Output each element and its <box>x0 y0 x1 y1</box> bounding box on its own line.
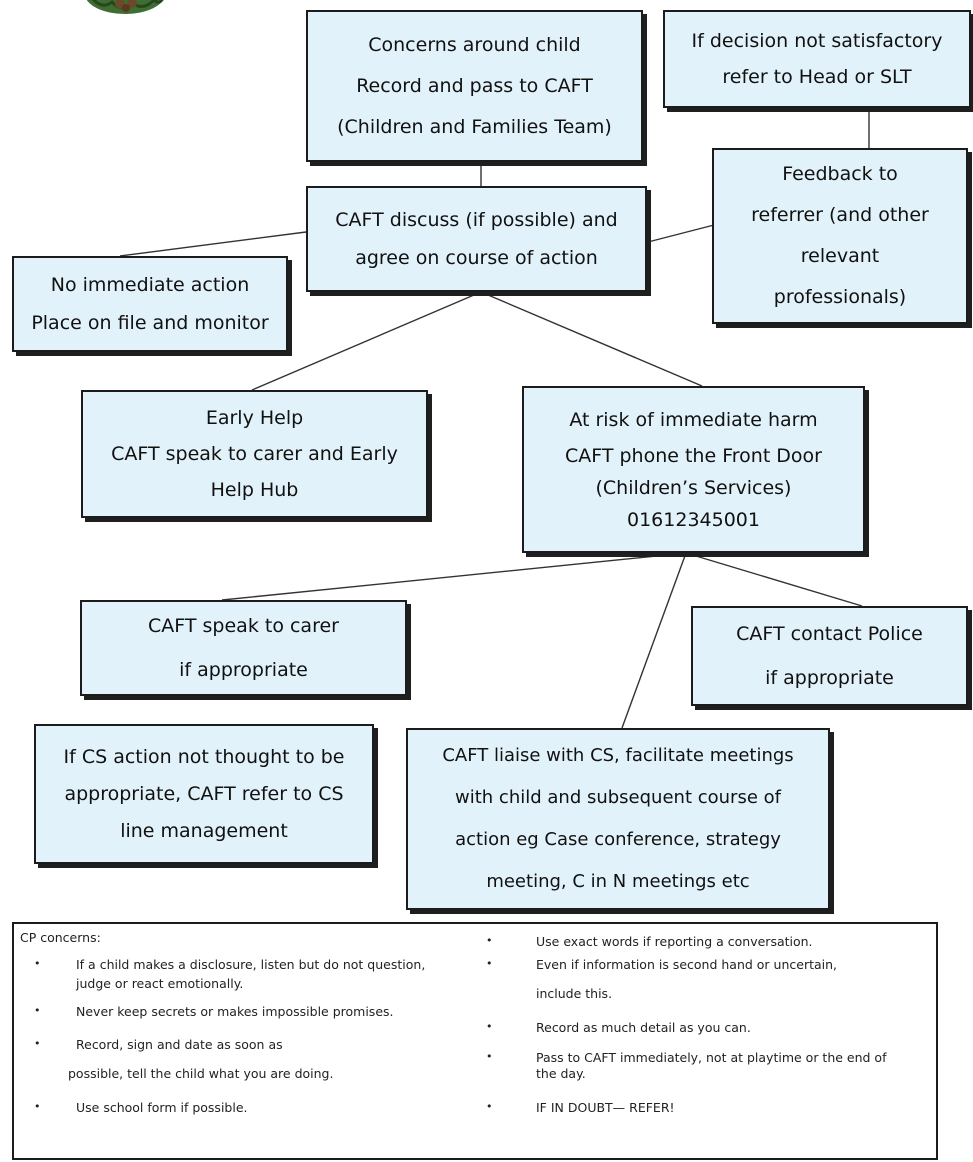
box-decision-line-1: If decision not satisfactory <box>691 30 943 52</box>
box-speak-carer-line-1: CAFT speak to carer <box>148 615 339 637</box>
connector-discuss-earlyhelp <box>251 291 482 391</box>
notes-right-line-7: IF IN DOUBT— REFER! <box>536 1100 675 1115</box>
connector-risk-police <box>685 552 863 607</box>
school-logo-icon <box>86 0 164 14</box>
notes-right-bullet-5: • <box>486 1100 493 1113</box>
box-liaise-line-4: meeting, C in N meetings etc <box>486 871 750 892</box>
notes-left-line-6: Use school form if possible. <box>76 1100 248 1115</box>
box-decision-line-2: refer to Head or SLT <box>722 66 912 88</box>
box-risk-line-4: 01612345001 <box>627 508 760 531</box>
flow-connectors <box>119 108 870 729</box>
box-feedback-line-2: referrer (and other <box>751 204 929 226</box>
notes-right-line-3: include this. <box>536 986 613 1001</box>
box-liaise: CAFT liaise with CS, facilitate meetings… <box>406 728 830 910</box>
cp-concerns-notes: CP concerns: • If a child makes a disclo… <box>12 922 938 1160</box>
box-concerns: Concerns around child Record and pass to… <box>306 10 643 162</box>
box-risk-line-2: CAFT phone the Front Door <box>564 444 822 467</box>
notes-right-line-6: the day. <box>536 1066 586 1081</box>
notes-left-bullet-2: • <box>34 1004 41 1017</box>
connector-risk-liaise <box>621 552 687 729</box>
box-early-help: Early Help CAFT speak to carer and Early… <box>81 390 428 518</box>
box-decision: If decision not satisfactory refer to He… <box>663 10 971 108</box>
box-liaise-line-2: with child and subsequent course of <box>455 787 781 808</box>
notes-right-line-2: Even if information is second hand or un… <box>536 957 838 972</box>
notes-right-bullet-1: • <box>486 934 493 947</box>
notes-left-line-5: possible, tell the child what you are do… <box>68 1066 334 1081</box>
box-concerns-line-2: Record and pass to CAFT <box>356 74 593 97</box>
box-early-help-line-2: CAFT speak to carer and Early <box>111 443 398 465</box>
box-early-help-line-3: Help Hub <box>210 479 299 501</box>
notes-left-bullet-1: • <box>34 957 41 970</box>
box-feedback-line-4: professionals) <box>773 286 907 308</box>
notes-right-line-1: Use exact words if reporting a conversat… <box>536 934 813 949</box>
box-speak-carer-line-2: if appropriate <box>179 659 308 681</box>
box-no-action: No immediate action Place on file and mo… <box>12 256 288 352</box>
notes-left-line-2: judge or react emotionally. <box>76 976 244 991</box>
connector-discuss-feedback <box>647 224 715 243</box>
notes-right-bullet-2: • <box>486 957 493 970</box>
connector-risk-speakcarer <box>221 552 687 601</box>
box-feedback-line-3: relevant <box>800 245 880 267</box>
box-liaise-line-1: CAFT liaise with CS, facilitate meetings <box>442 745 794 766</box>
box-police-line-2: if appropriate <box>765 667 894 689</box>
notes-right-bullet-3: • <box>486 1020 493 1033</box>
notes-right-line-5: Pass to CAFT immediately, not at playtim… <box>536 1050 887 1065</box>
box-police: CAFT contact Police if appropriate <box>691 606 968 706</box>
notes-left-line-3: Never keep secrets or makes impossible p… <box>76 1004 394 1019</box>
connector-discuss-risk <box>480 291 703 387</box>
notes-left-line-4: Record, sign and date as soon as <box>76 1037 283 1052</box>
box-concerns-line-1: Concerns around child <box>368 33 581 56</box>
box-cs-action-line-1: If CS action not thought to be <box>63 745 345 768</box>
notes-left-bullet-3: • <box>34 1037 41 1050</box>
box-early-help-line-1: Early Help <box>205 407 304 429</box>
box-cs-action-line-2: appropriate, CAFT refer to CS <box>64 782 344 805</box>
notes-right-line-4: Record as much detail as you can. <box>536 1020 751 1035</box>
box-no-action-line-2: Place on file and monitor <box>31 312 269 334</box>
box-discuss: CAFT discuss (if possible) and agree on … <box>306 186 647 292</box>
box-risk-line-3: (Children’s Services) <box>595 476 792 499</box>
box-concerns-line-3: (Children and Families Team) <box>337 115 612 138</box>
box-police-line-1: CAFT contact Police <box>736 623 923 645</box>
box-cs-action-line-3: line management <box>120 819 288 842</box>
box-risk-line-1: At risk of immediate harm <box>569 408 818 431</box>
notes-right-bullet-4: • <box>486 1050 493 1063</box>
box-risk: At risk of immediate harm CAFT phone the… <box>522 386 865 553</box>
box-feedback: Feedback to referrer (and other relevant… <box>712 148 968 324</box>
notes-left-line-1: If a child makes a disclosure, listen bu… <box>76 957 426 972</box>
box-no-action-line-1: No immediate action <box>50 274 250 296</box>
box-discuss-line-2: agree on course of action <box>355 247 598 269</box>
notes-left-bullet-4: • <box>34 1100 41 1113</box>
box-liaise-line-3: action eg Case conference, strategy <box>455 829 781 850</box>
connector-discuss-noaction <box>119 231 307 257</box>
box-feedback-line-1: Feedback to <box>782 163 898 185</box>
box-speak-carer: CAFT speak to carer if appropriate <box>80 600 407 696</box>
box-discuss-line-1: CAFT discuss (if possible) and <box>335 209 618 231</box>
notes-heading: CP concerns: <box>20 930 101 945</box>
box-cs-action: If CS action not thought to be appropria… <box>34 724 374 864</box>
